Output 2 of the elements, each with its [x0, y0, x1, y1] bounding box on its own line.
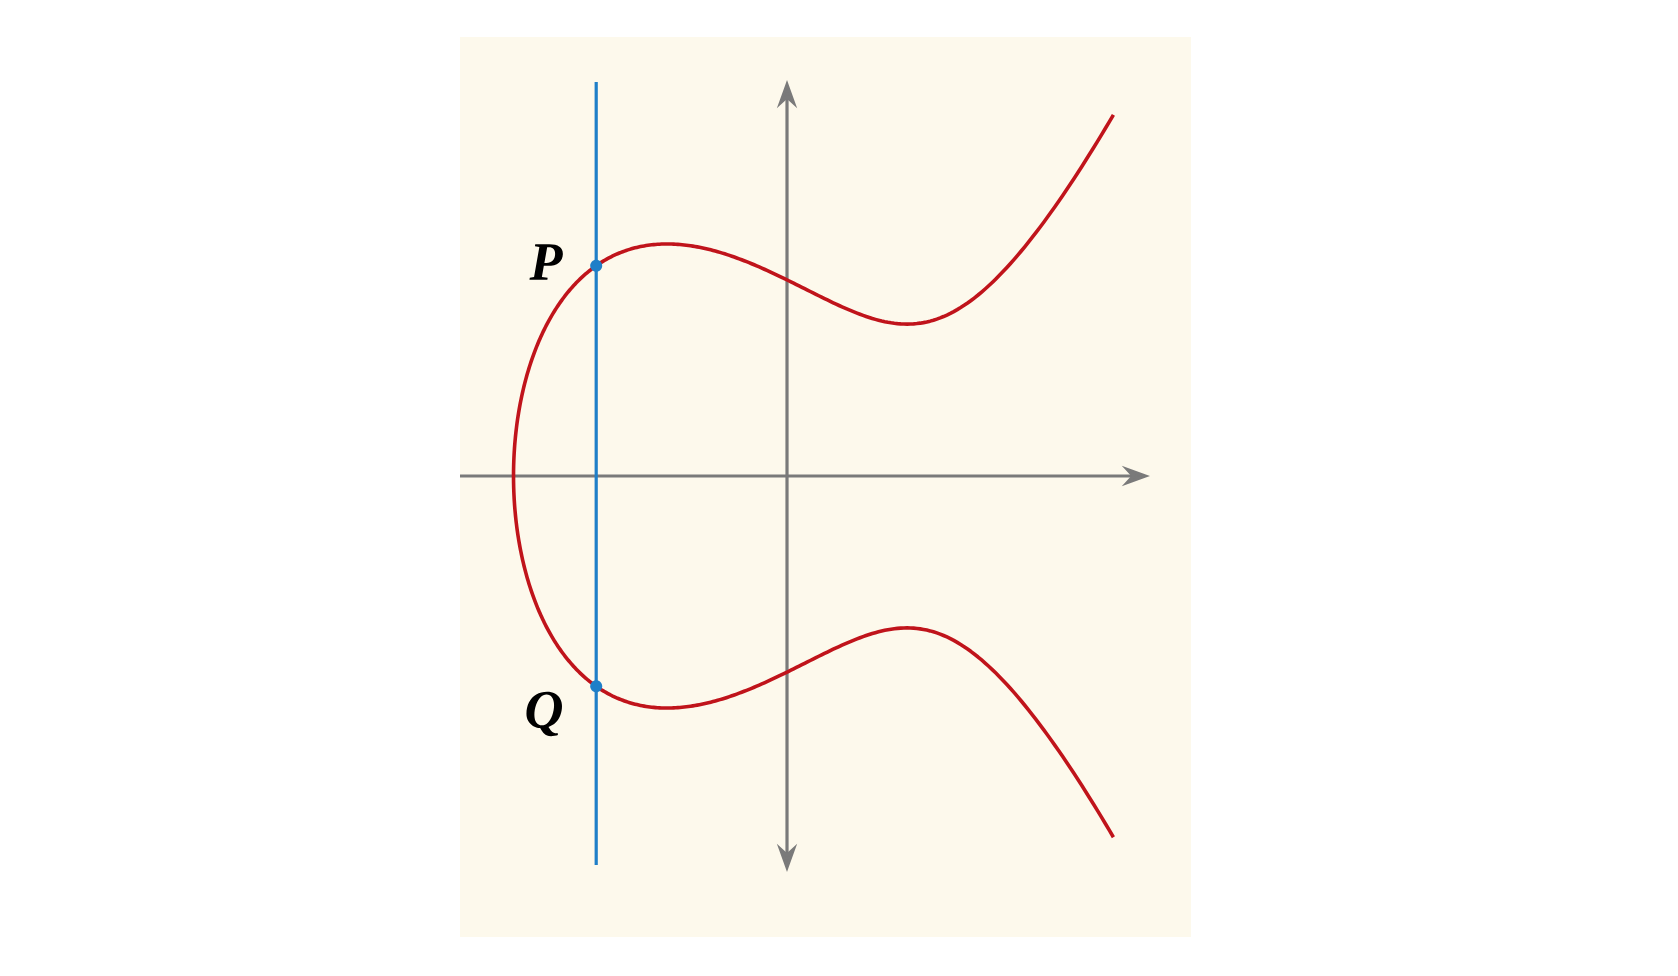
point-label: P [529, 244, 563, 280]
point-label: Q [526, 691, 562, 737]
